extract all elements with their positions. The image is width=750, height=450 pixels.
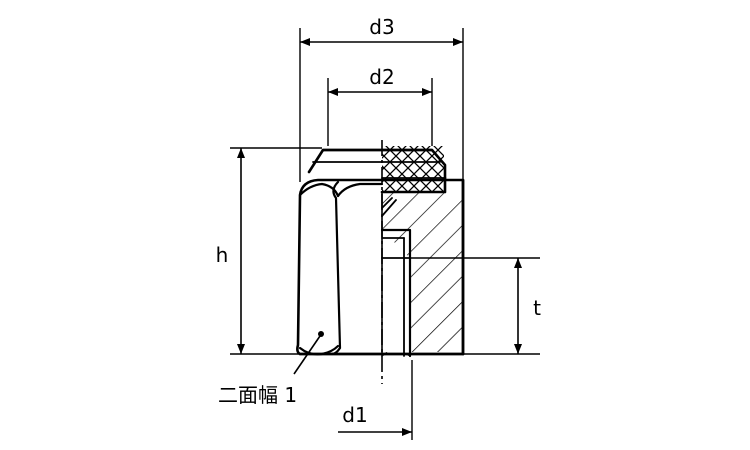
section-hatch — [382, 146, 463, 356]
label-d1: d1 — [342, 403, 367, 427]
leader-dot — [318, 331, 324, 337]
extension-lines — [230, 28, 540, 440]
label-h: h — [216, 243, 229, 267]
label-d2: d2 — [369, 65, 394, 89]
label-d3: d3 — [369, 15, 394, 39]
label-t: t — [533, 296, 541, 320]
dimension-lines — [237, 38, 522, 436]
leader-width-across-flats — [293, 335, 321, 375]
label-width-across-flats: 二面幅 1 — [218, 383, 297, 407]
